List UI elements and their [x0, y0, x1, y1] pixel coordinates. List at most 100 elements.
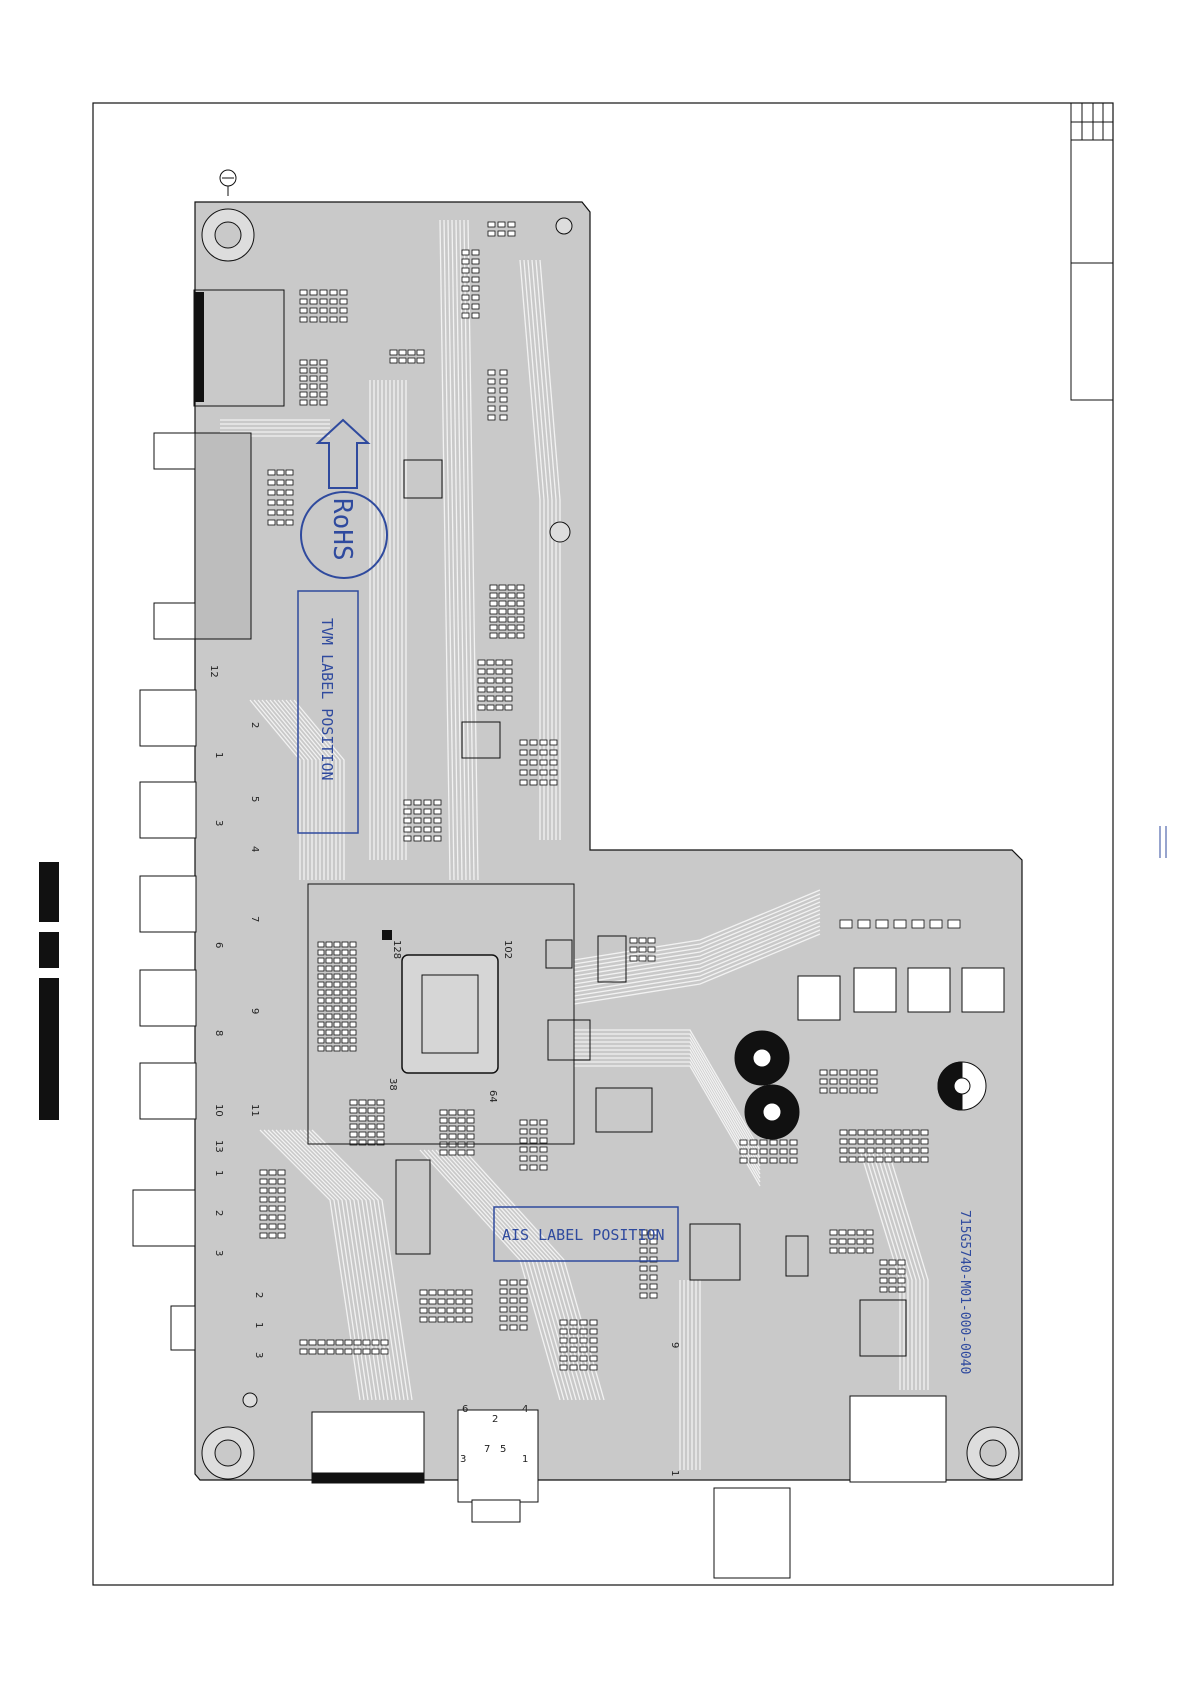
component-pad: [948, 920, 960, 928]
component-pad: [269, 1188, 276, 1193]
component-pad: [880, 1269, 887, 1274]
component-pad: [286, 500, 293, 505]
component-pad: [858, 1148, 865, 1153]
component-pad: [912, 1148, 919, 1153]
component-pad: [440, 1118, 447, 1123]
component-pad: [740, 1158, 747, 1163]
component-pad: [342, 1030, 348, 1035]
component-pad: [368, 1100, 375, 1105]
component-pad: [580, 1365, 587, 1370]
component-pad: [530, 760, 537, 765]
component-pad: [269, 1233, 276, 1238]
component-pad: [399, 358, 406, 363]
component-pad: [310, 317, 317, 322]
audio-jack-pin-label: 2: [492, 1414, 498, 1425]
component-pad: [530, 780, 537, 785]
hdmi-connector: [194, 292, 204, 402]
component-pad: [478, 660, 485, 665]
component-pad: [363, 1340, 370, 1345]
component-pad: [318, 998, 324, 1003]
component-pad: [260, 1179, 267, 1184]
side-marker-bars: [39, 862, 59, 1120]
component-pad: [342, 1014, 348, 1019]
component-pad: [478, 705, 485, 710]
component-pad: [550, 740, 557, 745]
audio-jack-pin-label: 6: [462, 1404, 468, 1415]
component-pad: [520, 1129, 527, 1134]
component-pad: [500, 1298, 507, 1303]
component-pad: [300, 1340, 307, 1345]
component-pad: [505, 678, 512, 683]
component-pad: [326, 1006, 332, 1011]
component-pad: [318, 1014, 324, 1019]
component-pad: [277, 520, 284, 525]
component-pad: [286, 490, 293, 495]
component-pad: [381, 1340, 388, 1345]
component-pad: [839, 1239, 846, 1244]
component-pad: [894, 920, 906, 928]
component-pad: [342, 1022, 348, 1027]
component-pad: [368, 1132, 375, 1137]
component-pad: [359, 1108, 366, 1113]
component-pad: [894, 1148, 901, 1153]
component-pad: [510, 1280, 517, 1285]
component-pad: [500, 415, 507, 420]
component-pad: [488, 397, 495, 402]
component-pad: [500, 388, 507, 393]
component-pad: [334, 974, 340, 979]
component-pad: [310, 290, 317, 295]
component-pad: [350, 974, 356, 979]
component-pad: [269, 1224, 276, 1229]
component-pad: [500, 406, 507, 411]
component-pad: [310, 308, 317, 313]
component-pad: [849, 1130, 856, 1135]
component-pad: [320, 400, 327, 405]
component-pad: [334, 1030, 340, 1035]
component-pad: [488, 222, 495, 227]
component-pad: [866, 1248, 873, 1253]
component-pad: [505, 660, 512, 665]
component-pad: [880, 1278, 887, 1283]
component-pad: [867, 1157, 874, 1162]
component-pad: [345, 1349, 352, 1354]
component-pad: [438, 1299, 445, 1304]
component-pad: [830, 1070, 837, 1075]
component-pad: [590, 1347, 597, 1352]
component-pad: [496, 669, 503, 674]
component-pad: [354, 1349, 361, 1354]
component-pad: [326, 942, 332, 947]
component-pad: [300, 360, 307, 365]
component-pad: [350, 1116, 357, 1121]
component-pad: [334, 958, 340, 963]
component-pad: [505, 687, 512, 692]
component-pad: [429, 1290, 436, 1295]
component-pad: [912, 920, 924, 928]
component-pad: [580, 1338, 587, 1343]
component-pad: [327, 1349, 334, 1354]
component-pad: [277, 510, 284, 515]
component-pad: [334, 950, 340, 955]
component-pad: [334, 1022, 340, 1027]
component-pad: [350, 1100, 357, 1105]
component-pad: [478, 678, 485, 683]
component-pad: [278, 1179, 285, 1184]
component-pad: [650, 1266, 657, 1271]
component-pad: [458, 1110, 465, 1115]
component-pad: [350, 1038, 356, 1043]
mark-9: 9: [669, 1342, 680, 1348]
component-pad: [260, 1188, 267, 1193]
component-pad: [520, 1165, 527, 1170]
component-pad: [320, 384, 327, 389]
component-pad: [490, 609, 497, 614]
component-pad: [487, 687, 494, 692]
component-pad: [770, 1140, 777, 1145]
component-pad: [520, 1156, 527, 1161]
component-pad: [510, 1307, 517, 1312]
component-pad: [458, 1118, 465, 1123]
component-pad: [260, 1233, 267, 1238]
component-pad: [286, 520, 293, 525]
component-pad: [903, 1148, 910, 1153]
component-pad: [488, 415, 495, 420]
component-pad: [334, 1046, 340, 1051]
component-pad: [260, 1206, 267, 1211]
